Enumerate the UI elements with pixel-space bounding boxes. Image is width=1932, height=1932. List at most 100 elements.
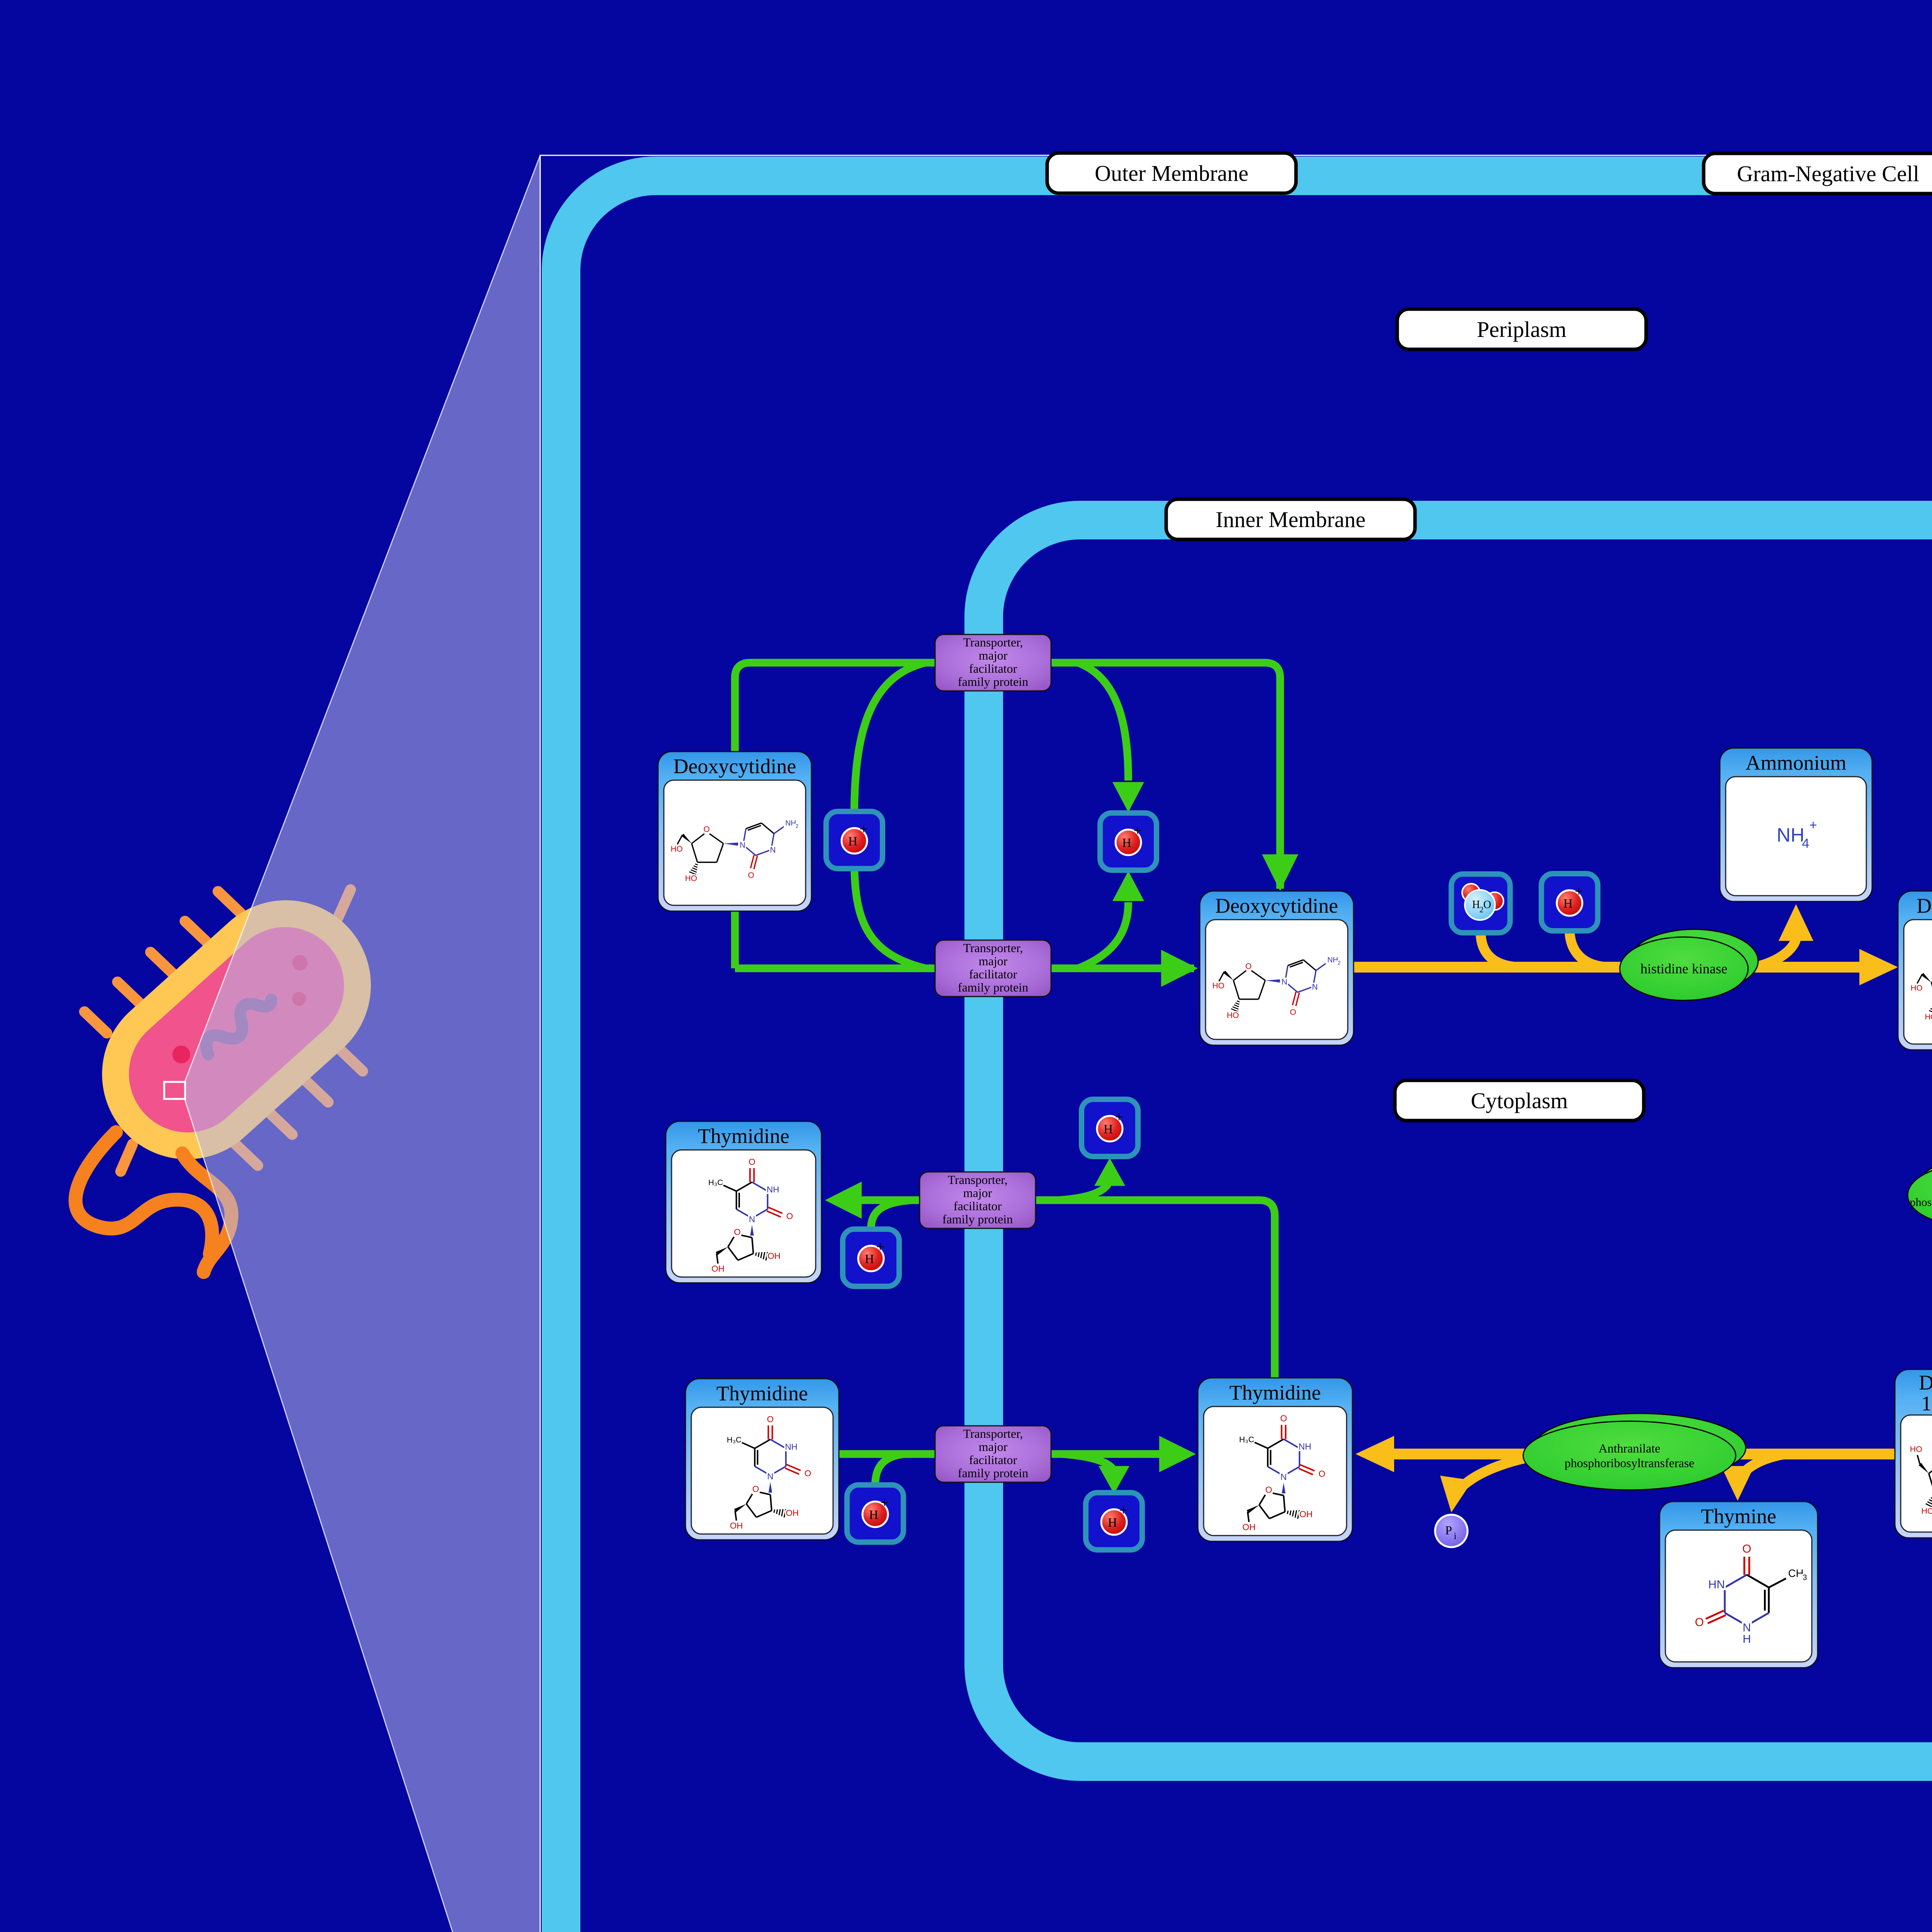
svg-text:Transporter,: Transporter, [963, 635, 1023, 649]
svg-text:Transporter,: Transporter, [963, 1427, 1023, 1440]
svg-text:Transporter,: Transporter, [948, 1173, 1008, 1187]
svg-text:H₃C: H₃C [708, 1178, 723, 1187]
svg-text:O: O [704, 825, 710, 834]
svg-text:H: H [865, 1252, 874, 1266]
svg-text:HN: HN [1708, 1578, 1725, 1591]
svg-text:1-phosphate: 1-phosphate [1921, 1392, 1932, 1415]
svg-text:OH: OH [711, 1264, 724, 1274]
svg-text:N: N [1743, 1621, 1751, 1634]
svg-text:Gram-Negative Cell: Gram-Negative Cell [1737, 161, 1919, 186]
svg-text:NH: NH [1299, 1442, 1311, 1452]
svg-text:O: O [1280, 1413, 1287, 1423]
svg-text:N: N [740, 841, 745, 850]
svg-text:+: + [859, 821, 867, 837]
svg-text:O: O [748, 1157, 755, 1167]
svg-text:H: H [1472, 899, 1480, 911]
svg-text:family protein: family protein [958, 675, 1028, 689]
svg-text:NH: NH [785, 1442, 797, 1452]
svg-text:i: i [1454, 1531, 1457, 1541]
svg-text:H: H [1563, 897, 1573, 911]
svg-text:P: P [1445, 1523, 1452, 1537]
svg-text:NH: NH [785, 819, 796, 827]
svg-text:O: O [1483, 899, 1491, 911]
svg-text:Deoxycytidine: Deoxycytidine [673, 755, 796, 778]
svg-text:major: major [979, 648, 1008, 662]
svg-text:H₃C: H₃C [727, 1435, 742, 1444]
svg-text:family protein: family protein [958, 980, 1028, 994]
svg-text:NH: NH [1777, 824, 1804, 846]
svg-text:2: 2 [1338, 960, 1341, 966]
svg-text:H: H [1108, 1516, 1117, 1530]
svg-text:+: + [1115, 1109, 1123, 1125]
svg-text:O: O [734, 1227, 740, 1237]
svg-text:Thymidine: Thymidine [1230, 1381, 1321, 1404]
svg-text:phosphoribosyltransferase: phosphoribosyltransferase [1910, 1196, 1932, 1209]
svg-text:O: O [786, 1211, 793, 1221]
svg-text:Anthranilate: Anthranilate [1599, 1441, 1660, 1455]
svg-text:family protein: family protein [942, 1212, 1013, 1226]
svg-text:Thymidine: Thymidine [716, 1382, 808, 1405]
svg-text:major: major [979, 954, 1008, 968]
svg-text:+: + [876, 1239, 884, 1255]
svg-text:OH: OH [730, 1521, 743, 1531]
svg-text:NH: NH [1327, 956, 1338, 964]
svg-text:OH: OH [1242, 1522, 1255, 1532]
svg-text:N: N [1312, 983, 1318, 992]
svg-text:O: O [1290, 1008, 1296, 1017]
svg-text:histidine kinase: histidine kinase [1641, 961, 1728, 976]
svg-text:NH: NH [767, 1185, 779, 1194]
svg-text:2: 2 [796, 823, 799, 829]
svg-text:O: O [1318, 1469, 1325, 1479]
svg-text:+: + [1809, 818, 1817, 832]
svg-text:3: 3 [1803, 1573, 1807, 1582]
svg-text:H: H [1122, 836, 1131, 850]
svg-text:H: H [1743, 1633, 1751, 1646]
svg-text:facilitator: facilitator [969, 967, 1017, 981]
svg-text:N: N [1281, 1472, 1287, 1482]
svg-text:O: O [1245, 962, 1252, 971]
svg-text:O: O [1742, 1543, 1751, 1555]
svg-text:2: 2 [1480, 905, 1484, 914]
svg-text:HO: HO [685, 874, 697, 883]
svg-text:Deoxycytidine: Deoxycytidine [1215, 894, 1338, 917]
svg-text:O: O [748, 871, 754, 880]
svg-text:N: N [749, 1214, 755, 1224]
svg-text:N: N [1282, 978, 1287, 986]
svg-text:Deoxyribose: Deoxyribose [1919, 1371, 1932, 1394]
svg-text:family protein: family protein [958, 1466, 1028, 1480]
svg-text:O: O [1695, 1616, 1704, 1629]
svg-text:Thymidine: Thymidine [698, 1124, 789, 1148]
svg-text:Ammonium: Ammonium [1745, 751, 1846, 774]
svg-text:Thymine: Thymine [1701, 1505, 1776, 1528]
svg-text:Deoxyuridine: Deoxyuridine [1917, 894, 1932, 917]
svg-text:N: N [770, 846, 776, 855]
svg-text:O: O [1265, 1485, 1272, 1495]
svg-text:HO: HO [1911, 984, 1923, 993]
svg-text:+: + [880, 1495, 888, 1511]
svg-text:Cytoplasm: Cytoplasm [1471, 1088, 1568, 1113]
svg-text:+: + [1119, 1502, 1127, 1519]
svg-text:HO: HO [1227, 1011, 1239, 1020]
svg-text:H: H [1104, 1122, 1113, 1136]
svg-text:+: + [1133, 823, 1141, 839]
svg-text:H: H [869, 1508, 878, 1522]
svg-text:Periplasm: Periplasm [1477, 317, 1566, 342]
svg-text:facilitator: facilitator [969, 1453, 1017, 1467]
svg-text:HO: HO [1925, 1013, 1932, 1022]
svg-text:CH: CH [1788, 1567, 1804, 1579]
svg-text:HO: HO [1910, 1445, 1922, 1454]
svg-text:facilitator: facilitator [969, 662, 1017, 675]
svg-text:OH: OH [767, 1251, 781, 1261]
svg-text:O: O [767, 1414, 774, 1424]
svg-text:H₃C: H₃C [1239, 1435, 1254, 1444]
svg-text:HO: HO [1213, 981, 1225, 990]
svg-text:Transporter,: Transporter, [963, 941, 1023, 955]
svg-text:H: H [848, 835, 857, 849]
svg-text:HO: HO [1921, 1507, 1932, 1516]
svg-text:OH: OH [786, 1508, 799, 1518]
svg-text:O: O [752, 1484, 759, 1494]
svg-text:4: 4 [1802, 836, 1809, 851]
svg-text:facilitator: facilitator [954, 1199, 1002, 1213]
svg-text:Inner Membrane: Inner Membrane [1216, 507, 1366, 532]
svg-text:O: O [804, 1469, 811, 1478]
